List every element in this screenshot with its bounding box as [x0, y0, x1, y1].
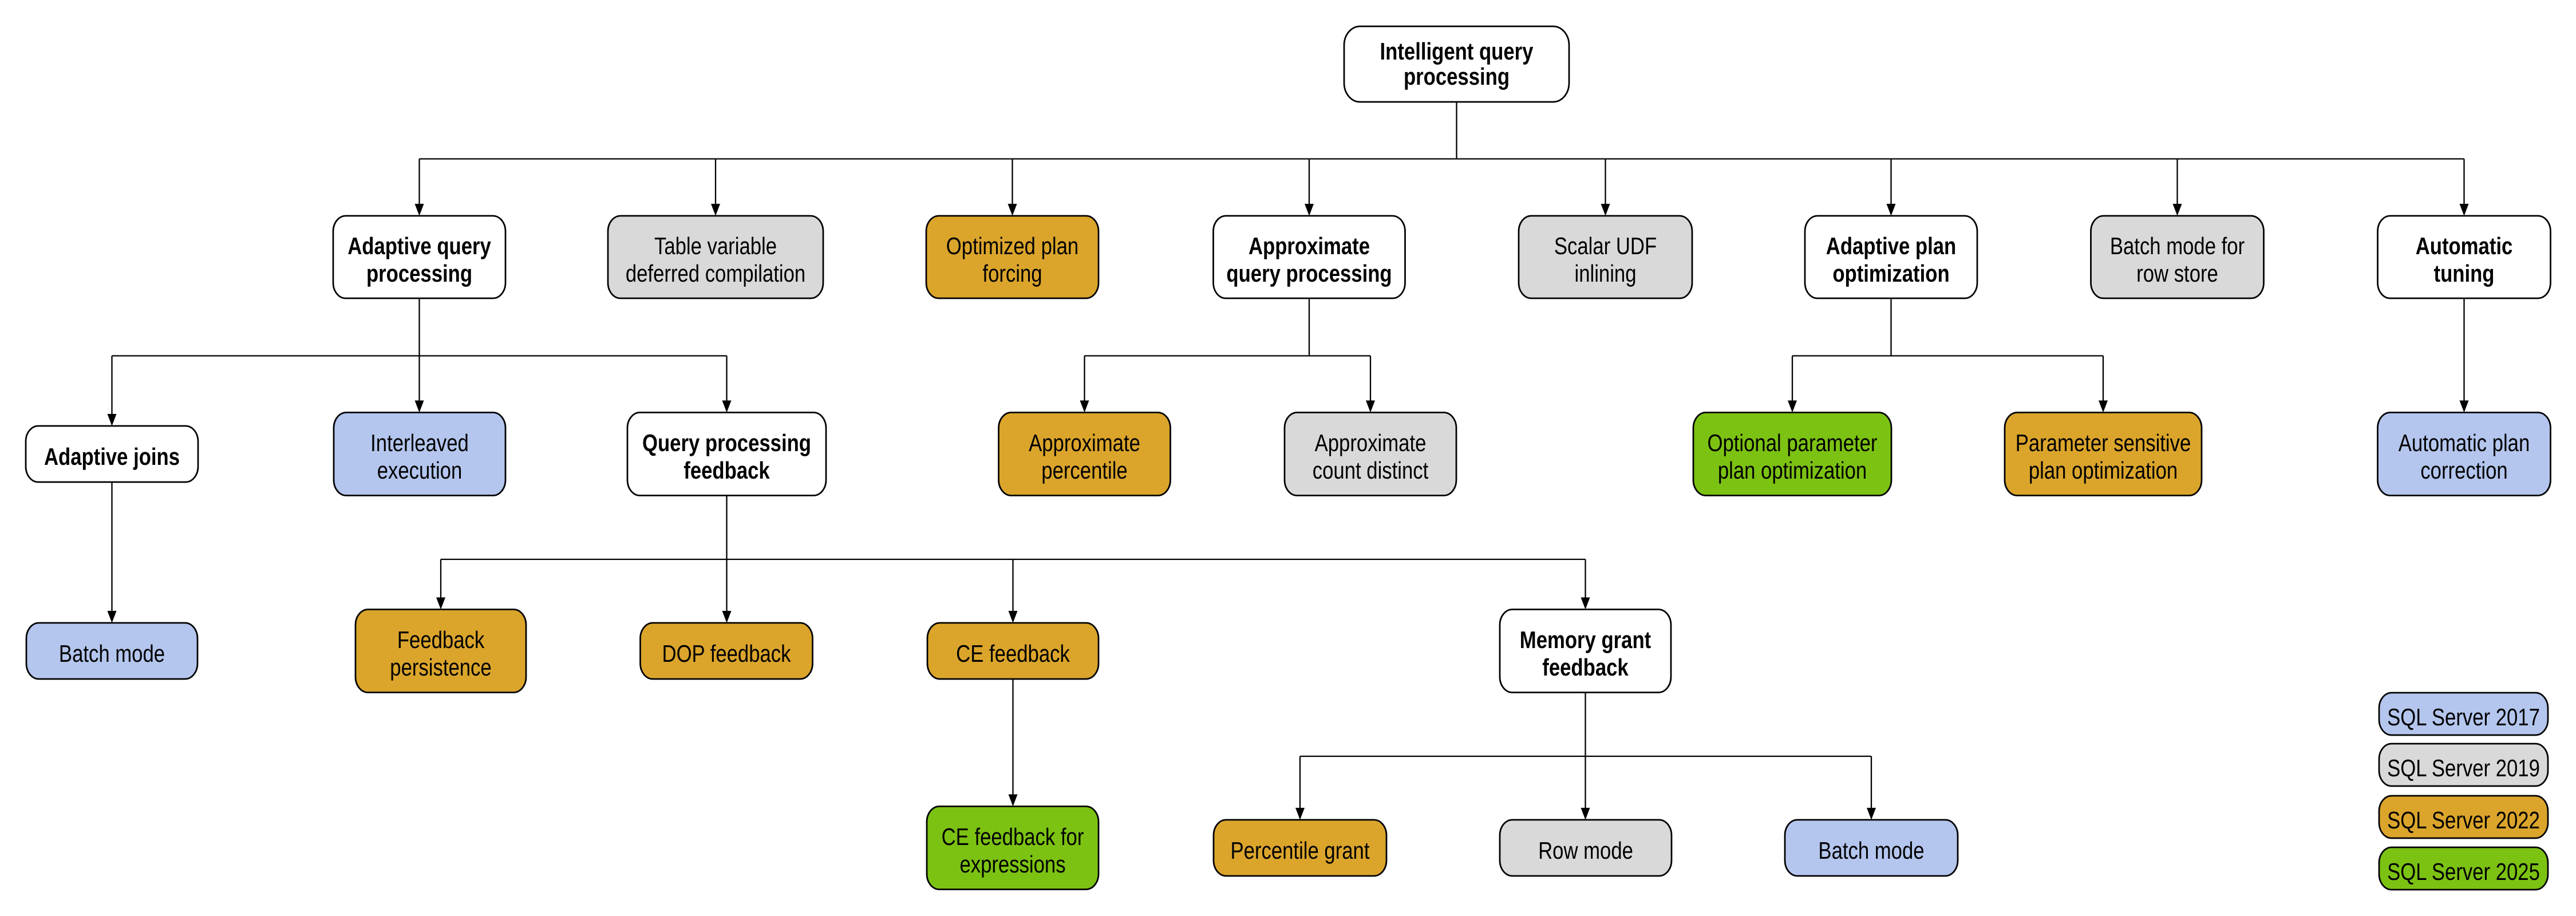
svg-text:SQL Server 2022: SQL Server 2022: [2387, 807, 2540, 834]
svg-text:tuning: tuning: [2434, 260, 2495, 287]
svg-text:inlining: inlining: [1574, 260, 1636, 287]
svg-text:Optimized plan: Optimized plan: [946, 232, 1078, 259]
svg-text:optimization: optimization: [1832, 260, 1949, 287]
svg-text:CE feedback: CE feedback: [956, 640, 1070, 667]
svg-text:Batch mode: Batch mode: [1818, 837, 1924, 864]
svg-text:Table variable: Table variable: [654, 232, 777, 259]
svg-text:SQL Server 2017: SQL Server 2017: [2387, 704, 2540, 731]
svg-text:expressions: expressions: [959, 851, 1065, 878]
svg-text:deferred compilation: deferred compilation: [626, 260, 805, 287]
svg-text:Adaptive plan: Adaptive plan: [1826, 232, 1956, 259]
svg-text:feedback: feedback: [683, 457, 770, 484]
svg-text:processing: processing: [366, 260, 472, 287]
svg-text:plan optimization: plan optimization: [1718, 457, 1867, 484]
svg-text:query processing: query processing: [1226, 260, 1392, 287]
svg-text:Intelligent query: Intelligent query: [1380, 38, 1534, 65]
svg-text:CE feedback for: CE feedback for: [942, 823, 1084, 850]
svg-text:Adaptive joins: Adaptive joins: [44, 443, 180, 470]
svg-text:DOP feedback: DOP feedback: [662, 640, 792, 667]
svg-text:Parameter sensitive: Parameter sensitive: [2016, 429, 2191, 456]
svg-text:Automatic plan: Automatic plan: [2399, 429, 2530, 456]
svg-text:processing: processing: [1404, 63, 1510, 90]
svg-text:count distinct: count distinct: [1313, 457, 1429, 484]
svg-text:SQL Server 2025: SQL Server 2025: [2387, 858, 2540, 885]
svg-text:Approximate: Approximate: [1249, 232, 1370, 259]
svg-text:SQL Server 2019: SQL Server 2019: [2387, 755, 2540, 781]
svg-text:Automatic: Automatic: [2416, 232, 2513, 259]
svg-text:Batch mode: Batch mode: [59, 640, 165, 667]
svg-text:Percentile grant: Percentile grant: [1231, 837, 1370, 864]
svg-text:Approximate: Approximate: [1315, 429, 1427, 456]
svg-text:Approximate: Approximate: [1029, 429, 1140, 456]
svg-text:Row mode: Row mode: [1538, 837, 1633, 864]
svg-text:Scalar UDF: Scalar UDF: [1554, 232, 1657, 259]
svg-text:correction: correction: [2420, 457, 2507, 484]
svg-text:forcing: forcing: [982, 260, 1042, 287]
svg-text:Feedback: Feedback: [397, 626, 485, 653]
svg-text:Adaptive query: Adaptive query: [347, 232, 491, 259]
svg-text:Memory grant: Memory grant: [1520, 626, 1651, 653]
svg-text:persistence: persistence: [390, 654, 491, 681]
svg-text:Interleaved: Interleaved: [370, 429, 469, 456]
svg-text:Query processing: Query processing: [642, 429, 811, 456]
svg-text:Optional parameter: Optional parameter: [1708, 429, 1878, 456]
svg-text:plan optimization: plan optimization: [2029, 457, 2178, 484]
svg-text:row store: row store: [2136, 260, 2218, 287]
svg-text:Batch mode for: Batch mode for: [2110, 232, 2245, 259]
svg-text:percentile: percentile: [1041, 457, 1127, 484]
svg-text:execution: execution: [377, 457, 463, 484]
svg-text:feedback: feedback: [1542, 654, 1629, 681]
